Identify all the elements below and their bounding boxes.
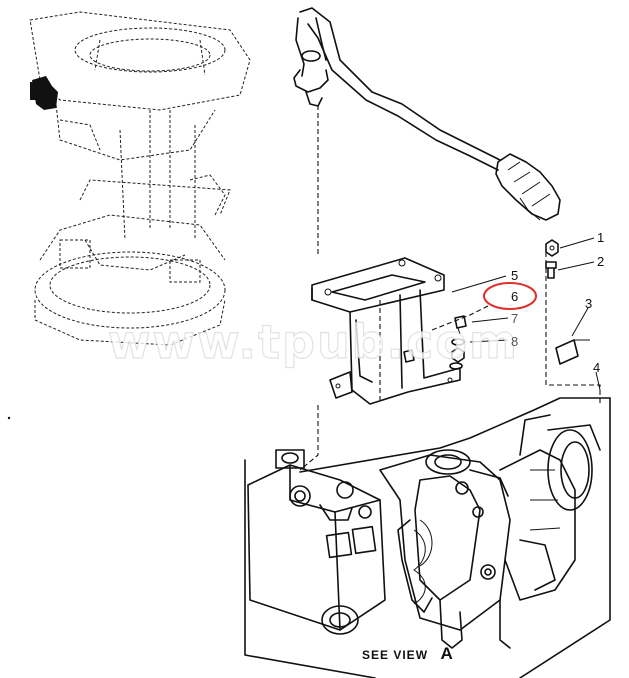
callout-labels: 1 2 3 4 5 6 7 8 [511, 230, 604, 375]
see-view-caption: SEE VIEW A [362, 644, 454, 663]
callout-5: 5 [511, 268, 518, 283]
assembly-line-lower [299, 405, 319, 471]
gearbox-housing [244, 397, 611, 678]
phantom-housing-assembly [29, 11, 251, 346]
callout-7: 7 [511, 311, 518, 326]
handle-cable-assembly [293, 7, 561, 221]
watermark: www.tpub.com [108, 315, 519, 369]
callout-2: 2 [597, 254, 604, 269]
callout-leaders [451, 237, 601, 391]
callout-6: 6 [511, 289, 518, 304]
callout-3: 3 [585, 296, 592, 311]
mounting-bracket [311, 257, 461, 405]
callout-8: 8 [511, 334, 518, 349]
fastener-hardware [449, 239, 590, 370]
callout-6-highlight [483, 282, 537, 310]
callout-4: 4 [593, 360, 600, 375]
see-view-prefix: SEE VIEW [362, 648, 428, 662]
see-view-letter: A [440, 644, 453, 663]
callout-1: 1 [597, 230, 604, 245]
assembly-line-screw [431, 304, 491, 331]
assembly-line-right [545, 252, 601, 405]
stray-mark [7, 416, 11, 420]
